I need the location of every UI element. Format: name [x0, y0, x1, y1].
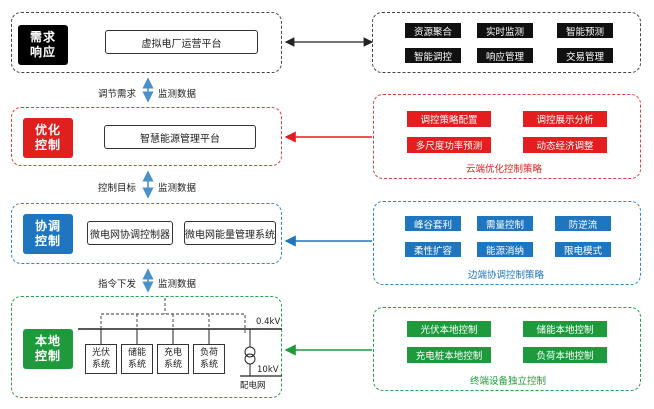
- demand-functions-panel: [372, 12, 641, 73]
- flow-2-left-label: 控制目标: [98, 183, 137, 194]
- chip-charger-local-control[interactable]: 充电桩本地控制: [407, 347, 491, 363]
- optimize-layer-panel: [11, 107, 282, 166]
- vpp-operation-platform[interactable]: 虚拟电厂运营平台: [105, 30, 258, 54]
- flow-2-right-label: 监测数据: [158, 183, 197, 194]
- coordinate-control-tag: 协调 控制: [23, 214, 73, 254]
- microgrid-controller[interactable]: 微电网协调控制器: [87, 221, 173, 245]
- smart-energy-platform[interactable]: 智慧能源管理平台: [104, 125, 256, 149]
- coordinate-layer-panel: [11, 203, 282, 264]
- chip-resource-aggregation[interactable]: 资源聚合: [405, 23, 461, 38]
- device-pv-system[interactable]: 光伏 系统: [85, 344, 117, 374]
- demand-layer-panel: [11, 12, 282, 73]
- local-caption: 终端设备独立控制: [470, 376, 547, 387]
- chip-pv-local-control[interactable]: 光伏本地控制: [407, 321, 491, 337]
- coordinate-functions-panel: [373, 201, 641, 285]
- device-load-system[interactable]: 负荷 系统: [193, 344, 225, 374]
- optimize-caption: 云端优化控制策略: [466, 164, 543, 175]
- chip-energy-consumption[interactable]: 能源消纳: [477, 242, 533, 257]
- flow-3-right-label: 监测数据: [158, 279, 197, 290]
- chip-response-management[interactable]: 响应管理: [477, 48, 533, 63]
- optimize-functions-panel: [373, 94, 641, 179]
- flow-3-left-label: 指令下发: [98, 279, 137, 290]
- demand-response-tag: 需求 响应: [18, 25, 68, 65]
- chip-economic-adjustment[interactable]: 动态经济调整: [523, 137, 607, 153]
- flow-1-left-label: 调节需求: [98, 89, 137, 100]
- microgrid-ems[interactable]: 微电网能量管理系统: [184, 221, 276, 245]
- chip-flexible-expansion[interactable]: 柔性扩容: [405, 242, 461, 257]
- local-functions-panel: [373, 307, 641, 391]
- device-storage-system[interactable]: 储能 系统: [121, 344, 153, 374]
- optimize-control-tag: 优化 控制: [23, 118, 73, 158]
- chip-peak-valley-arbitrage[interactable]: 峰谷套利: [405, 216, 461, 231]
- distribution-grid-label: 配电网: [240, 381, 266, 391]
- chip-strategy-config[interactable]: 调控策略配置: [407, 111, 491, 127]
- chip-demand-control[interactable]: 需量控制: [477, 216, 533, 231]
- chip-power-limit-mode[interactable]: 限电模式: [555, 242, 611, 257]
- chip-realtime-monitoring[interactable]: 实时监测: [477, 23, 533, 38]
- local-layer-panel: [11, 296, 282, 398]
- coordinate-caption: 边端协调控制策略: [468, 270, 545, 281]
- flow-1-right-label: 监测数据: [158, 89, 197, 100]
- chip-smart-prediction[interactable]: 智能预测: [557, 23, 613, 38]
- chip-display-analysis[interactable]: 调控展示分析: [523, 111, 607, 127]
- chip-load-local-control[interactable]: 负荷本地控制: [523, 347, 607, 363]
- voltage-high-label: 10kV: [257, 365, 279, 375]
- local-control-tag: 本地 控制: [23, 329, 73, 369]
- chip-storage-local-control[interactable]: 储能本地控制: [523, 321, 607, 337]
- chip-anti-backflow[interactable]: 防逆流: [555, 216, 611, 231]
- voltage-low-label: 0.4kV: [256, 317, 281, 327]
- chip-trade-management[interactable]: 交易管理: [557, 48, 613, 63]
- chip-smart-control[interactable]: 智能调控: [405, 48, 461, 63]
- device-charging-system[interactable]: 充电 系统: [157, 344, 189, 374]
- chip-multiscale-forecast[interactable]: 多尺度功率预测: [407, 137, 491, 153]
